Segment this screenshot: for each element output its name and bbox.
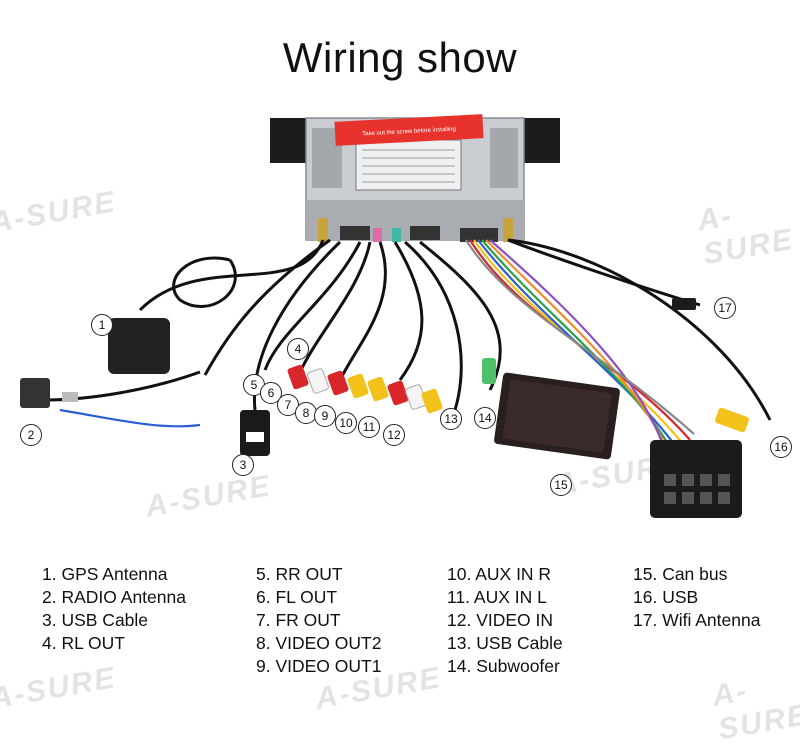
- wifi-jack: [503, 218, 513, 242]
- watermark: A-SURE: [709, 674, 800, 747]
- legend-item: 13. USB Cable: [447, 633, 563, 653]
- legend-item: 10. AUX IN R: [447, 564, 552, 584]
- antenna-jack: [318, 218, 328, 242]
- legend-item: 15. Can bus: [633, 564, 728, 584]
- pink-connector: [373, 228, 382, 242]
- page-title: Wiring show: [282, 34, 518, 81]
- head-unit: [270, 114, 560, 242]
- legend-item: 8. VIDEO OUT2: [256, 633, 382, 653]
- callout-3: 3: [232, 454, 254, 476]
- callout-17: 17: [714, 297, 736, 319]
- legend-item: 4. RL OUT: [42, 633, 125, 653]
- legend-item: 7. FR OUT: [256, 610, 341, 630]
- usb-port: [246, 432, 264, 442]
- legend-item: 17. Wifi Antenna: [633, 610, 761, 630]
- usb-16-plug: [715, 407, 749, 433]
- legend-item: 3. USB Cable: [42, 610, 149, 630]
- harness-wires: [59, 239, 695, 475]
- legend-item: 1. GPS Antenna: [42, 564, 168, 584]
- callout-11: 11: [358, 416, 380, 438]
- callout-12: 12: [383, 424, 405, 446]
- callout-2: 2: [20, 424, 42, 446]
- iso-harness-connector: [650, 440, 742, 518]
- callout-4: 4: [287, 338, 309, 360]
- legend-column-4: 15. Can bus 16. USB 17. Wifi Antenna: [633, 563, 760, 632]
- legend-item: 9. VIDEO OUT1: [256, 656, 382, 676]
- legend-item: 12. VIDEO IN: [447, 610, 554, 630]
- callout-10: 10: [335, 412, 357, 434]
- callout-6: 6: [260, 382, 282, 404]
- callout-8: 8: [295, 402, 317, 424]
- callout-14: 14: [474, 407, 496, 429]
- callout-9: 9: [314, 405, 336, 427]
- sticker-text: Take out the screw before installing: [362, 127, 456, 138]
- callout-13: 13: [440, 408, 462, 430]
- legend-item: 2. RADIO Antenna: [42, 587, 186, 607]
- legend-item: 5. RR OUT: [256, 564, 343, 584]
- radio-antenna-plug: [20, 378, 50, 408]
- wifi-antenna: [672, 298, 696, 310]
- canbus-box: [494, 372, 620, 460]
- gps-antenna: [108, 318, 170, 374]
- cable-bundle: [44, 238, 772, 421]
- legend-item: 11. AUX IN L: [447, 587, 547, 607]
- radio-antenna-adapter: [62, 392, 78, 402]
- rca-plugs: [287, 358, 496, 414]
- wiring-diagram: Take out the screw before installing: [20, 114, 772, 518]
- legend-item: 14. Subwoofer: [447, 656, 560, 676]
- watermark: A-SURE: [0, 661, 119, 716]
- callout-15: 15: [550, 474, 572, 496]
- callout-1: 1: [91, 314, 113, 336]
- teal-connector: [392, 228, 401, 242]
- legend-column-1: 1. GPS Antenna 2. RADIO Antenna 3. USB C…: [42, 563, 186, 655]
- legend-item: 16. USB: [633, 587, 699, 607]
- legend-column-3: 10. AUX IN R 11. AUX IN L 12. VIDEO IN 1…: [447, 563, 563, 678]
- legend-item: 6. FL OUT: [256, 587, 338, 607]
- callout-16: 16: [770, 436, 792, 458]
- legend-column-2: 5. RR OUT 6. FL OUT 7. FR OUT 8. VIDEO O…: [256, 563, 381, 678]
